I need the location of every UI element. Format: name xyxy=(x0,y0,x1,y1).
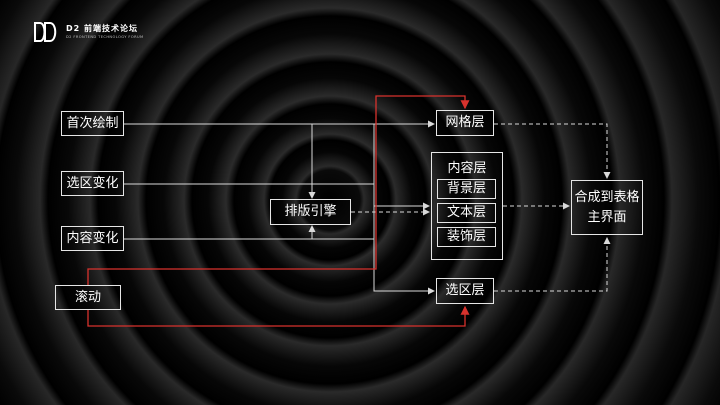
d2-logo-icon xyxy=(34,22,57,42)
edge-selection-to-composite xyxy=(494,237,611,292)
node-selection-change: 选区变化 xyxy=(61,171,124,196)
d2-logo: D2 前端技术论坛 D2 FRONTEND TECHNOLOGY FORUM xyxy=(34,22,144,42)
node-composite-line1: 合成到表格 xyxy=(574,189,640,205)
node-composite: 合成到表格 主界面 xyxy=(571,180,643,235)
edge-scroll-to-grid-red xyxy=(87,95,470,285)
edge-grid-to-composite xyxy=(494,123,611,179)
node-selection-change-label: 选区变化 xyxy=(66,175,119,191)
logo-subtitle: D2 FRONTEND TECHNOLOGY FORUM xyxy=(66,35,144,39)
node-background-layer-label: 背景层 xyxy=(446,181,486,196)
node-first-draw-label: 首次绘制 xyxy=(66,115,119,131)
node-background-layer: 背景层 xyxy=(437,179,496,199)
node-content-change-label: 内容变化 xyxy=(66,230,119,246)
node-scroll: 滚动 xyxy=(55,285,121,310)
node-decoration-layer: 装饰层 xyxy=(437,227,496,247)
node-first-draw: 首次绘制 xyxy=(61,111,124,136)
node-layout-engine: 排版引擎 xyxy=(270,199,351,225)
edge-scroll-to-selection-red xyxy=(87,305,470,327)
node-text-layer: 文本层 xyxy=(437,203,496,223)
logo-title: D2 前端技术论坛 xyxy=(66,24,138,33)
edge-to-selection-layer xyxy=(373,124,435,295)
node-content-layer-group: 内容层 xyxy=(431,152,503,260)
node-grid-layer-label: 网格层 xyxy=(445,115,485,130)
node-content-layer-title: 内容层 xyxy=(447,161,487,176)
node-grid-layer: 网格层 xyxy=(436,110,494,136)
node-composite-line2: 主界面 xyxy=(587,209,627,225)
node-layout-engine-label: 排版引擎 xyxy=(284,204,337,219)
node-text-layer-label: 文本层 xyxy=(446,205,486,220)
node-selection-layer: 选区层 xyxy=(436,278,494,304)
node-scroll-label: 滚动 xyxy=(74,289,101,305)
node-decoration-layer-label: 装饰层 xyxy=(446,229,486,244)
node-content-change: 内容变化 xyxy=(61,226,124,251)
node-selection-layer-label: 选区层 xyxy=(445,283,485,298)
